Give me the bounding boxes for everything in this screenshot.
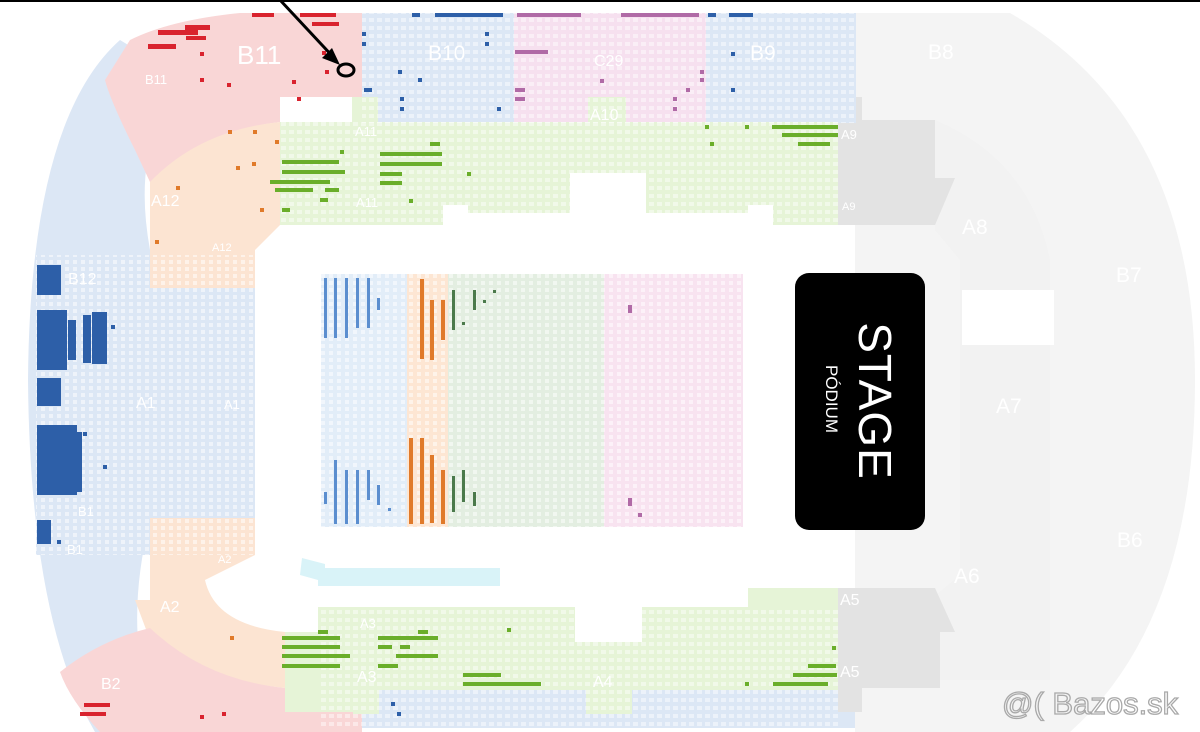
section-a9-gray[interactable] bbox=[838, 97, 955, 225]
top-border-line bbox=[0, 0, 1200, 2]
seat-grid-bottom bbox=[318, 607, 838, 728]
label-b2: B2 bbox=[101, 676, 121, 693]
label-a12: A12 bbox=[151, 193, 180, 210]
circled-seat-marker bbox=[336, 62, 356, 78]
label-a9-bottom: A9 bbox=[842, 201, 856, 213]
label-b1-top: B1 bbox=[78, 504, 94, 519]
label-a11-bottom: A11 bbox=[356, 195, 379, 210]
label-b7: B7 bbox=[1116, 264, 1142, 287]
label-b11-small: B11 bbox=[145, 72, 168, 87]
available-seats-floor-green[interactable] bbox=[452, 290, 496, 512]
available-seats-green[interactable] bbox=[270, 125, 838, 686]
label-a1-right: A1 bbox=[224, 397, 240, 412]
label-b8: B8 bbox=[928, 41, 954, 64]
label-a4: A4 bbox=[593, 674, 613, 691]
label-a9-top: A9 bbox=[841, 127, 857, 142]
label-a7: A7 bbox=[996, 395, 1022, 418]
label-a12-small: A12 bbox=[212, 242, 232, 254]
seat-grid-top bbox=[362, 13, 856, 123]
section-cyan-strip[interactable] bbox=[300, 558, 500, 586]
stage-title: STAGE bbox=[849, 322, 901, 480]
available-seats-blue[interactable] bbox=[37, 13, 753, 716]
section-a5-gray[interactable] bbox=[838, 588, 955, 712]
label-a3-top: A3 bbox=[360, 616, 376, 631]
label-a6: A6 bbox=[954, 565, 980, 588]
label-b11: B11 bbox=[237, 40, 282, 70]
stage-subtitle: PÓDIUM bbox=[822, 365, 841, 433]
available-seats-orange[interactable] bbox=[155, 130, 445, 640]
label-c29: C29 bbox=[594, 53, 624, 70]
section-b11[interactable] bbox=[105, 13, 362, 182]
label-a3-bottom: A3 bbox=[357, 669, 377, 686]
available-seats-red[interactable] bbox=[80, 13, 339, 719]
stage: STAGE PÓDIUM bbox=[795, 273, 925, 530]
label-a5-bottom: A5 bbox=[840, 664, 860, 681]
section-a12[interactable] bbox=[150, 122, 280, 288]
label-b9: B9 bbox=[750, 42, 776, 65]
label-a11-top: A11 bbox=[355, 124, 378, 139]
label-b6: B6 bbox=[1117, 529, 1143, 552]
label-a8: A8 bbox=[962, 216, 988, 239]
seat-grid-left bbox=[36, 255, 256, 555]
section-a2[interactable] bbox=[135, 518, 285, 688]
label-a2-small: A2 bbox=[218, 554, 232, 566]
section-a8-a7-a6-area[interactable] bbox=[860, 120, 1050, 680]
section-b7-pocket bbox=[962, 290, 1054, 345]
seat-grid-floor bbox=[321, 274, 743, 527]
annotation-arrow bbox=[278, 0, 356, 78]
available-seats-pink[interactable] bbox=[515, 13, 704, 517]
label-a2: A2 bbox=[160, 599, 180, 616]
watermark-bazos: @( Bazos.sk bbox=[1001, 685, 1179, 721]
label-b12: B12 bbox=[68, 271, 97, 288]
label-a1-left: A1 bbox=[136, 395, 156, 412]
seat-grid-a11 bbox=[280, 122, 838, 225]
label-a10: A10 bbox=[590, 107, 619, 124]
available-seats-floor-blue[interactable] bbox=[324, 278, 391, 524]
label-b10: B10 bbox=[428, 42, 466, 65]
label-a5-top: A5 bbox=[840, 592, 860, 609]
label-b1-bottom: B1 bbox=[67, 542, 83, 557]
